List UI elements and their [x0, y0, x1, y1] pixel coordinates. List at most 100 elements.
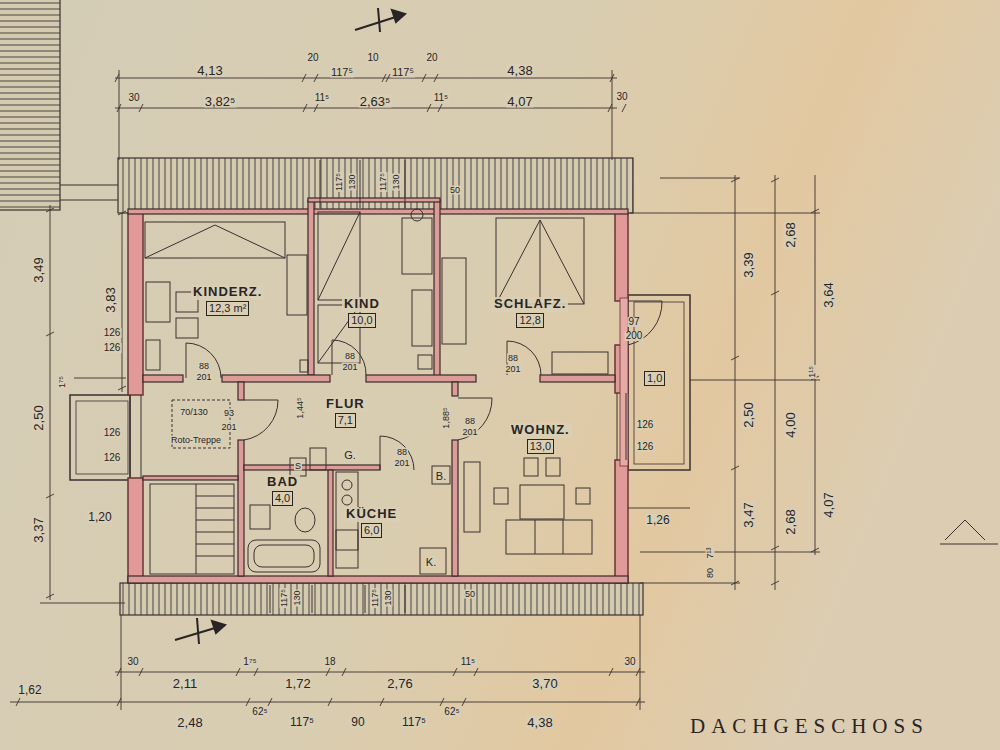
- dimension-label: 117⁵: [391, 67, 415, 78]
- dimension-label: 117⁵: [280, 588, 289, 608]
- dimension-label: 117⁵: [401, 716, 427, 728]
- dimension-label: 201: [393, 459, 410, 468]
- balcony: [628, 295, 690, 470]
- dimension-label: 4,00: [784, 411, 797, 438]
- room-name: WOHNZ.: [509, 423, 572, 438]
- dimension-label: 3,47: [742, 501, 755, 528]
- section-mark: [378, 8, 380, 32]
- dimension-line: [10, 702, 645, 703]
- dimension-label: 88: [344, 352, 356, 361]
- furniture: [318, 212, 360, 300]
- roof-hatch: [120, 583, 643, 615]
- furniture: [342, 480, 352, 490]
- inner-wall: [328, 470, 333, 576]
- inner-wall: [434, 200, 440, 378]
- dimension-label: 62⁵: [443, 707, 460, 717]
- dimension-label: 70/130: [179, 408, 209, 417]
- door-swing: [186, 301, 662, 470]
- room-name: FLUR: [324, 397, 367, 412]
- room-name: BAD: [265, 475, 300, 490]
- dimension-label: 11⁵: [314, 93, 331, 103]
- dimension-label: 3,83: [104, 286, 117, 313]
- inner-wall: [540, 375, 615, 382]
- furniture: [176, 318, 198, 338]
- dimension-label: 90: [350, 716, 365, 728]
- furniture: [300, 360, 308, 372]
- furniture: [576, 488, 590, 504]
- stair: [196, 520, 234, 521]
- dimension-label: 30: [127, 93, 140, 103]
- dimension-label: 11⁵: [460, 657, 477, 667]
- stair: [196, 484, 197, 574]
- dimension-label: 1⁷⁵: [58, 375, 67, 389]
- dimension-label: 130: [384, 589, 393, 606]
- dimension-label: 1,72: [284, 677, 311, 690]
- dimension-label: 80: [706, 567, 715, 579]
- dimension-label: 20: [425, 53, 438, 63]
- roof-hatch: [118, 158, 633, 213]
- inner-wall: [308, 200, 314, 375]
- dimension-label: 3,49: [32, 256, 45, 283]
- dimension-label: 130: [293, 589, 302, 606]
- dimension-label: 117⁵: [379, 172, 388, 192]
- section-mark: [392, 10, 405, 22]
- inner-wall: [128, 576, 628, 583]
- dimension-label: 2,11: [172, 677, 198, 690]
- dimension-label: 88: [507, 354, 519, 363]
- room-label: KÜCHE6,0: [344, 507, 399, 538]
- stair: [196, 532, 234, 533]
- window: [405, 160, 406, 208]
- dimension-line: [46, 208, 54, 598]
- door-swing: [244, 400, 278, 440]
- dimension-line: [16, 698, 640, 706]
- dimension-line: [735, 175, 736, 590]
- dimension-label: B.: [435, 471, 447, 482]
- inner-wall: [222, 375, 330, 382]
- room-label: FLUR7,1: [324, 397, 367, 428]
- dimension-line: [775, 175, 776, 590]
- dimension-label: 126: [103, 343, 122, 353]
- furniture: [248, 540, 320, 572]
- window: [626, 393, 627, 460]
- furniture: [310, 448, 326, 470]
- dimension-line: [121, 615, 122, 710]
- roof-hatch: [60, 199, 118, 200]
- dimension-label: 20: [306, 53, 319, 63]
- dimension-label: 1,62: [17, 684, 42, 696]
- dimension-label: 117⁵: [289, 716, 315, 728]
- balcony: [634, 302, 684, 464]
- room-label: KINDERZ.12,3 m²: [191, 285, 264, 316]
- inner-wall: [143, 375, 183, 382]
- balcony: [70, 395, 130, 480]
- furniture: [496, 220, 584, 304]
- dimension-label: 130: [392, 173, 401, 190]
- inner-wall: [238, 382, 244, 400]
- dimension-line: [640, 583, 740, 584]
- balcony: [76, 401, 128, 474]
- dimension-label: 117⁵: [335, 172, 344, 192]
- furniture: [145, 225, 285, 258]
- inner-wall: [452, 440, 458, 576]
- room-name: KIND: [342, 297, 382, 312]
- dimension-label: 4,38: [526, 716, 553, 729]
- room-area: 12,3 m²: [206, 301, 249, 316]
- window: [130, 160, 626, 613]
- room-name: KINDERZ.: [191, 285, 264, 300]
- outer-wall: [128, 478, 143, 583]
- dimension-label: 2,76: [386, 677, 413, 690]
- furniture: [496, 218, 584, 304]
- dimension-label: 126: [103, 453, 122, 463]
- furniture: [145, 209, 608, 574]
- room-area: 4,0: [272, 491, 293, 506]
- room-label: KIND10,0: [342, 297, 382, 328]
- dimension-line: [640, 615, 641, 710]
- window: [617, 393, 618, 460]
- dimension-label: 18: [323, 657, 336, 667]
- room-area: 10,0: [348, 313, 375, 328]
- dimension-line: [690, 380, 820, 381]
- dimension-label: 1,44⁵: [296, 396, 305, 419]
- dimension-line: [122, 213, 123, 392]
